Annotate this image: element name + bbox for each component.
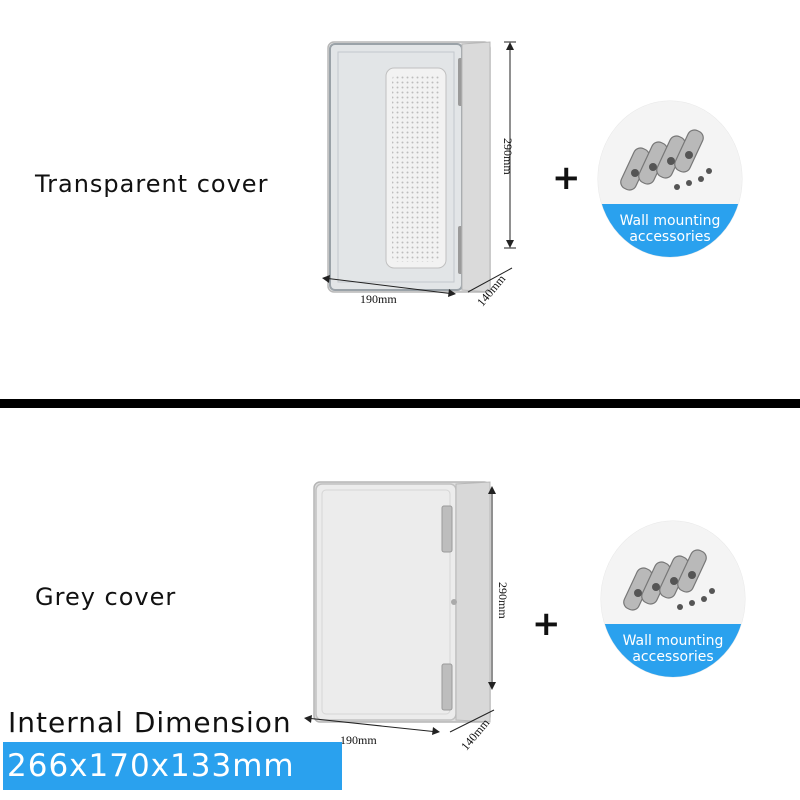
wall-mount-brackets-icon bbox=[597, 100, 743, 258]
bottom-plus-sign: + bbox=[532, 604, 561, 644]
top-width-dimension: 190mm bbox=[360, 292, 397, 306]
top-height-dimension: 290mm bbox=[501, 138, 515, 175]
bottom-accessories-line2: accessories bbox=[632, 649, 714, 665]
top-accessories-line2: accessories bbox=[629, 229, 711, 245]
bottom-width-dimension: 190mm bbox=[340, 733, 377, 747]
transparent-cover-label: Transparent cover bbox=[35, 170, 269, 198]
top-accessories-badge: Wall mounting accessories bbox=[597, 99, 743, 259]
bottom-accessories-line1: Wall mounting bbox=[622, 633, 724, 649]
transparent-enclosure-image bbox=[322, 41, 516, 297]
grey-cover-label: Grey cover bbox=[35, 583, 177, 611]
bottom-height-dimension: 290mm bbox=[496, 582, 510, 619]
grey-enclosure-image bbox=[304, 481, 496, 735]
bottom-accessories-badge: Wall mounting accessories bbox=[600, 519, 746, 679]
top-accessories-line1: Wall mounting bbox=[619, 213, 721, 229]
top-plus-sign: + bbox=[552, 158, 581, 198]
wall-mount-brackets-icon bbox=[600, 520, 746, 678]
internal-dimension-title: Internal Dimension bbox=[8, 706, 292, 739]
internal-dimension-value: 266x170x133mm bbox=[3, 742, 342, 790]
section-divider bbox=[0, 399, 800, 408]
